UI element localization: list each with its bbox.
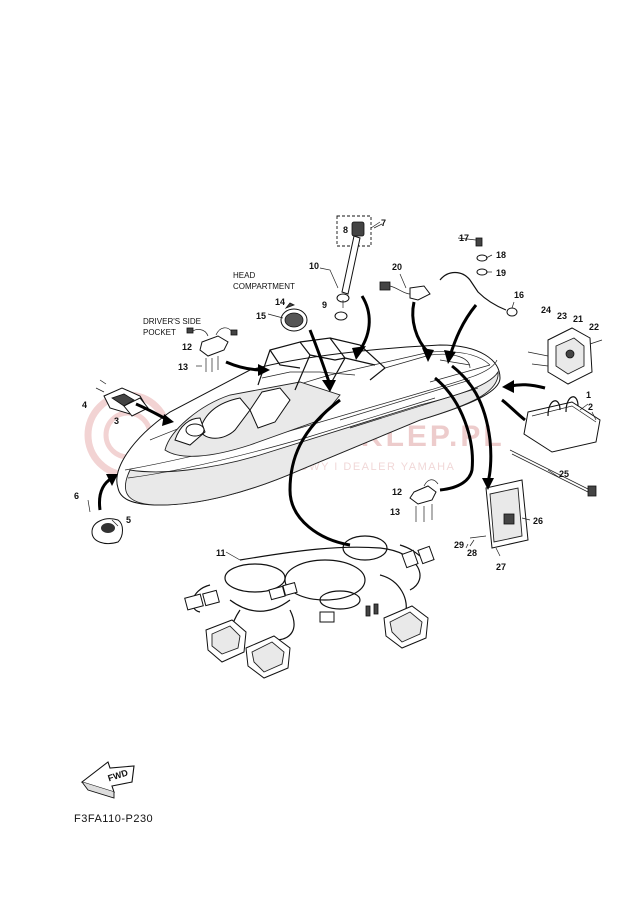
part-5-horn: [87, 499, 123, 545]
label-part-13-upper: 13: [178, 362, 188, 372]
part-12-lower: [409, 479, 439, 522]
part-7-assembly: [334, 215, 381, 321]
caption-head-compartment-line1: HEAD: [233, 271, 255, 280]
label-part-22: 22: [589, 322, 599, 332]
part-26-ecu: [469, 479, 529, 549]
part-17-bolt: [475, 237, 488, 276]
part-20-sensor-cable: [379, 271, 518, 317]
label-part-28: 28: [467, 548, 477, 558]
boat-hull: [116, 337, 501, 506]
part-number-labels: 1 2 3 4 5 6 7 8 9 10 11 12 12 13 13 14 1…: [74, 218, 599, 572]
label-part-27: 27: [496, 562, 506, 572]
label-part-25: 25: [559, 469, 569, 479]
part-23-bracket: [527, 327, 603, 385]
caption-drivers-side-pocket-line1: DRIVER'S SIDE: [143, 317, 201, 326]
label-part-29: 29: [454, 540, 464, 550]
label-part-20: 20: [392, 262, 402, 272]
label-part-1: 1: [586, 390, 591, 400]
callout-arrows: [98, 295, 546, 547]
label-part-21: 21: [573, 314, 583, 324]
label-part-9: 9: [322, 300, 327, 310]
label-part-26: 26: [533, 516, 543, 526]
label-part-23: 23: [557, 311, 567, 321]
part-3-fitting: [95, 379, 149, 417]
label-part-7: 7: [381, 218, 386, 228]
label-part-24: 24: [541, 305, 551, 315]
fwd-arrow-icon: FWD: [80, 761, 135, 799]
label-part-3: 3: [114, 416, 119, 426]
label-part-2: 2: [588, 402, 593, 412]
caption-drivers-side-pocket-line2: POCKET: [143, 328, 176, 337]
part-14-cap: [267, 302, 308, 332]
diagram-code: F3FA110-P230: [74, 813, 153, 825]
label-part-14: 14: [275, 297, 285, 307]
label-part-4: 4: [82, 400, 87, 410]
label-part-11: 11: [216, 548, 226, 558]
label-part-6: 6: [74, 491, 79, 501]
label-part-17: 17: [459, 233, 469, 243]
label-part-18: 18: [496, 250, 506, 260]
label-part-19: 19: [496, 268, 506, 278]
part-12-upper: [186, 327, 238, 372]
leader-lines: [111, 223, 597, 561]
label-part-5: 5: [126, 515, 131, 525]
label-part-12-upper: 12: [182, 342, 192, 352]
label-part-10: 10: [309, 261, 319, 271]
label-part-12-lower: 12: [392, 487, 402, 497]
label-part-8: 8: [343, 225, 348, 235]
part-11-wire-harness: [184, 535, 435, 679]
label-part-13-lower: 13: [390, 507, 400, 517]
part-1-tray: [509, 396, 601, 497]
label-part-16: 16: [514, 290, 524, 300]
caption-head-compartment-line2: COMPARTMENT: [233, 282, 295, 291]
label-part-15: 15: [256, 311, 266, 321]
